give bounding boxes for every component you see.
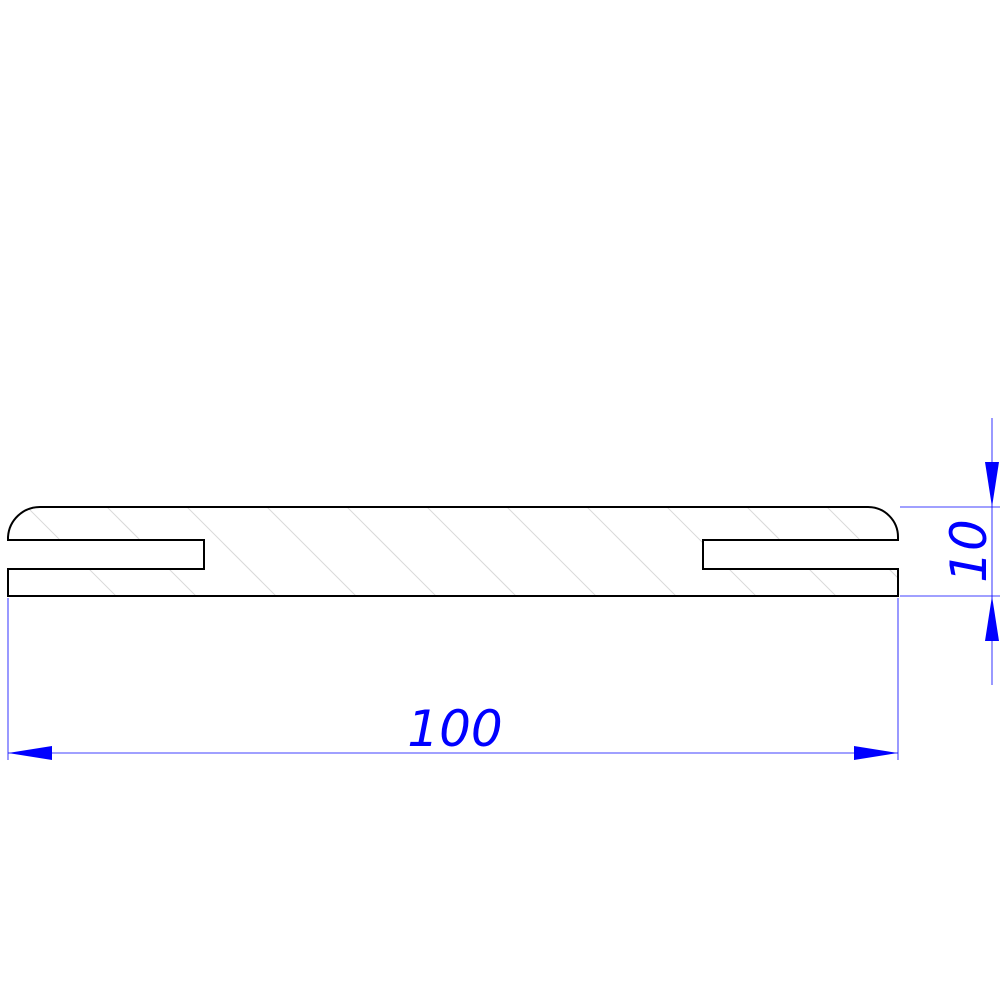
- thickness-dimension: 10: [940, 418, 999, 685]
- thickness-arrow-bottom: [985, 596, 999, 641]
- length-arrow-right: [854, 746, 898, 760]
- board-profile-outline: [7, 505, 899, 597]
- section-hatching: [19, 506, 898, 596]
- length-arrow-left: [8, 746, 52, 760]
- length-dimension: 100: [8, 700, 898, 760]
- length-dimension-label: 100: [407, 700, 502, 758]
- extension-lines: [7, 506, 1000, 760]
- thickness-dimension-label: 10: [940, 519, 998, 583]
- thickness-arrow-top: [985, 462, 999, 507]
